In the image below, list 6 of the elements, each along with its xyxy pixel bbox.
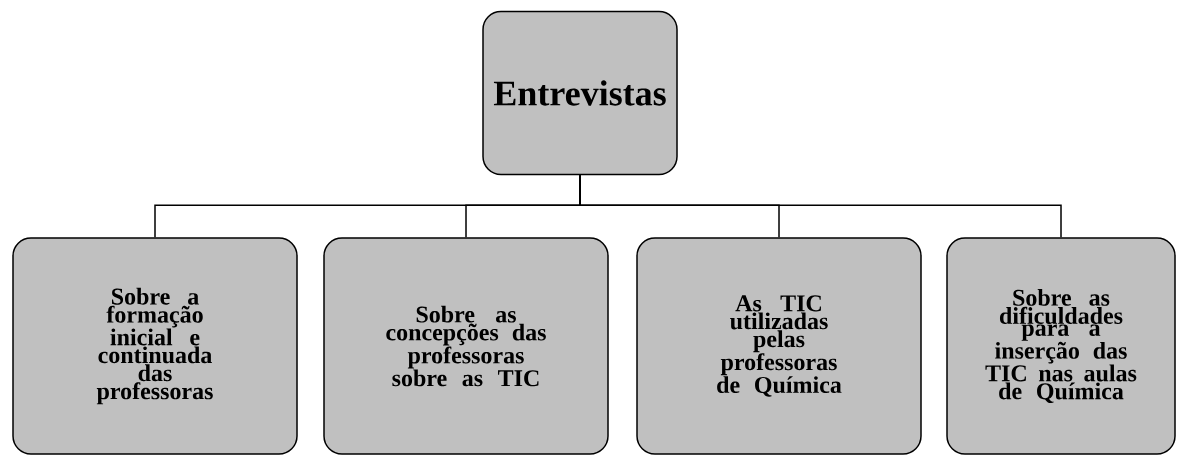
- process-box: Entrevistas: [482, 10, 678, 176]
- process-box: As TIC utilizadas pelas professoras de Química: [636, 237, 922, 455]
- process-box: Sobre a formação inicial e continuada das professoras: [12, 237, 298, 455]
- process-box: Sobre as dificuldades para a inserção das TIC nas aulas de Química: [946, 237, 1176, 455]
- connector-line: [579, 174, 1062, 238]
- process-box: Sobre as concepções das professoras sobre as TIC: [323, 237, 609, 455]
